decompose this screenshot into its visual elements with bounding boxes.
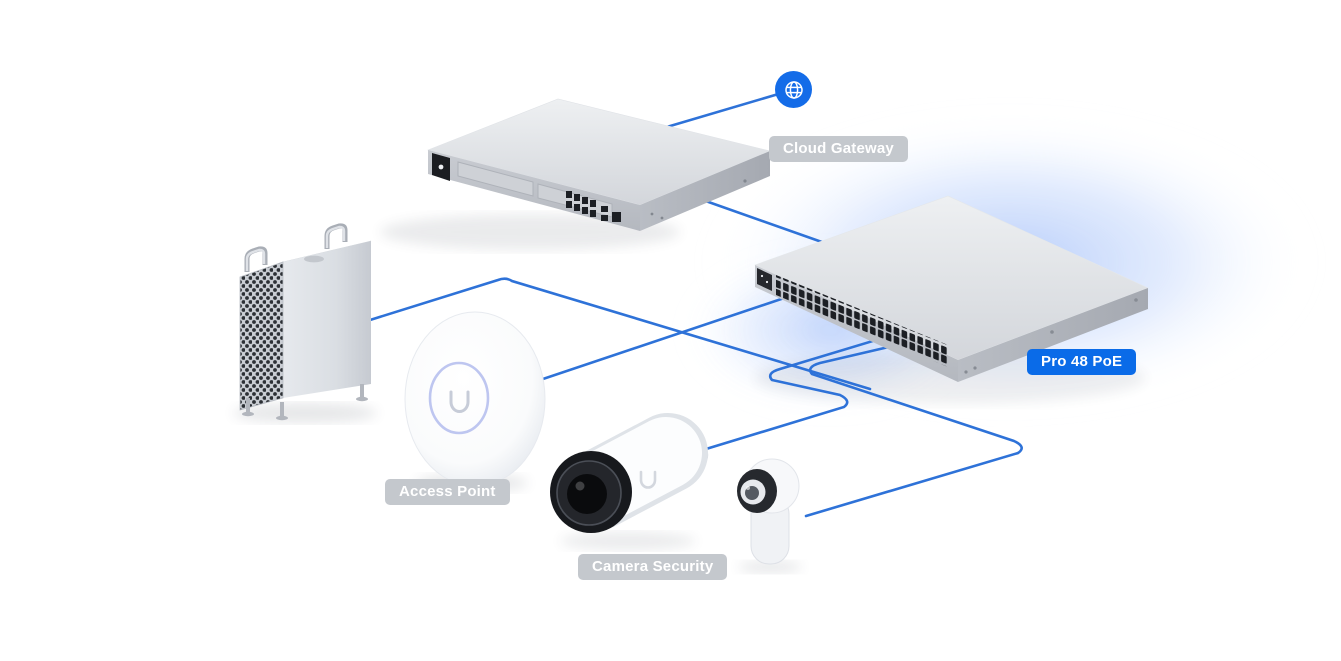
cloud-gateway-rackmount [427, 98, 771, 231]
cable-lines [368, 88, 1023, 518]
cable-switch-to-access-point [535, 288, 810, 383]
poe-switch-48-port [754, 195, 1149, 382]
cable-gateway-to-switch [698, 197, 838, 249]
desktop-computer-tower [239, 223, 372, 421]
camera-security-label: Camera Security [578, 554, 728, 580]
switch-label: Pro 48 PoE [1027, 349, 1137, 375]
cable-gateway-to-internet [658, 88, 794, 131]
cloud-gateway-label: Cloud Gateway [769, 136, 908, 162]
ubiquiti-logo [449, 390, 470, 413]
cable-switch-to-flex-camera [804, 341, 1023, 518]
globe-icon [784, 80, 803, 99]
wireless-access-point [404, 311, 546, 487]
cable-switch-to-computer [368, 277, 872, 391]
internet-node [775, 71, 812, 108]
flex-security-camera [737, 458, 800, 565]
ubiquiti-logo [639, 470, 657, 489]
bullet-security-camera [550, 413, 709, 533]
access-point-label: Access Point [385, 479, 510, 505]
cable-switch-to-bullet-camera [704, 332, 898, 451]
